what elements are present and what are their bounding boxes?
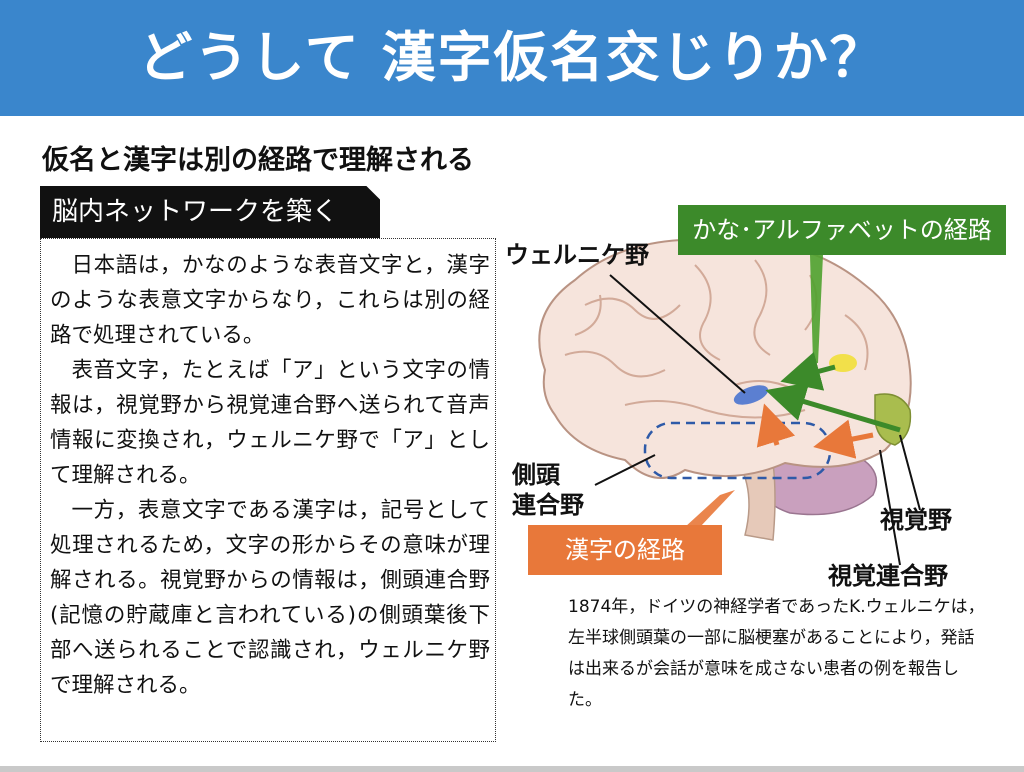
label-wernicke: ウェルニケ野 (505, 241, 649, 269)
slide-title: どうして 漢字仮名交じりか？ (138, 26, 886, 89)
label-temporal: 側頭 連合野 (512, 460, 584, 520)
caption: 1874年，ドイツの神経学者であったK.ウェルニケは，左半球側頭葉の一部に脳梗塞… (568, 597, 985, 710)
brain-diagram (538, 238, 921, 566)
kana-route-label: かな･アルファベットの経路 (678, 205, 1006, 255)
label-visual-cortex: 視覚野 (880, 506, 952, 534)
paragraph-1: 日本語は，かなのような表音文字と，漢字のような表意文字からなり，これらは別の経路… (50, 253, 490, 348)
text-box-border (40, 238, 496, 742)
label-temporal-line2: 連合野 (512, 491, 584, 519)
paragraph-3: 一方，表意文字である漢字は，記号として処理されるため，文字の形からその意味が理解… (50, 498, 490, 698)
subtitle: 仮名と漢字は別の経路で理解される (42, 145, 474, 176)
label-temporal-line1: 側頭 (512, 461, 560, 489)
kana-beam (810, 255, 823, 363)
body-text: 日本語は，かなのような表音文字と，漢字のような表意文字からなり，これらは別の経路… (50, 248, 490, 703)
section-tab (40, 186, 380, 238)
header-bar (0, 0, 1024, 116)
wernicke-area (733, 385, 769, 405)
visual-cortex-shape (874, 393, 912, 446)
kanji-route-label: 漢字の経路 (528, 525, 722, 575)
label-visual-association: 視覚連合野 (828, 562, 948, 590)
kanji-beam (685, 490, 735, 527)
section-tab-label: 脳内ネットワークを築く (52, 197, 339, 227)
visual-assoc-patch (829, 354, 857, 372)
brain-folds (564, 259, 869, 419)
temporal-region (643, 421, 832, 480)
paragraph-2: 表音文字，たとえば「ア」という文字の情報は，視覚野から視覚連合野へ送られて音声情… (50, 358, 490, 488)
footer-line (0, 766, 1024, 772)
